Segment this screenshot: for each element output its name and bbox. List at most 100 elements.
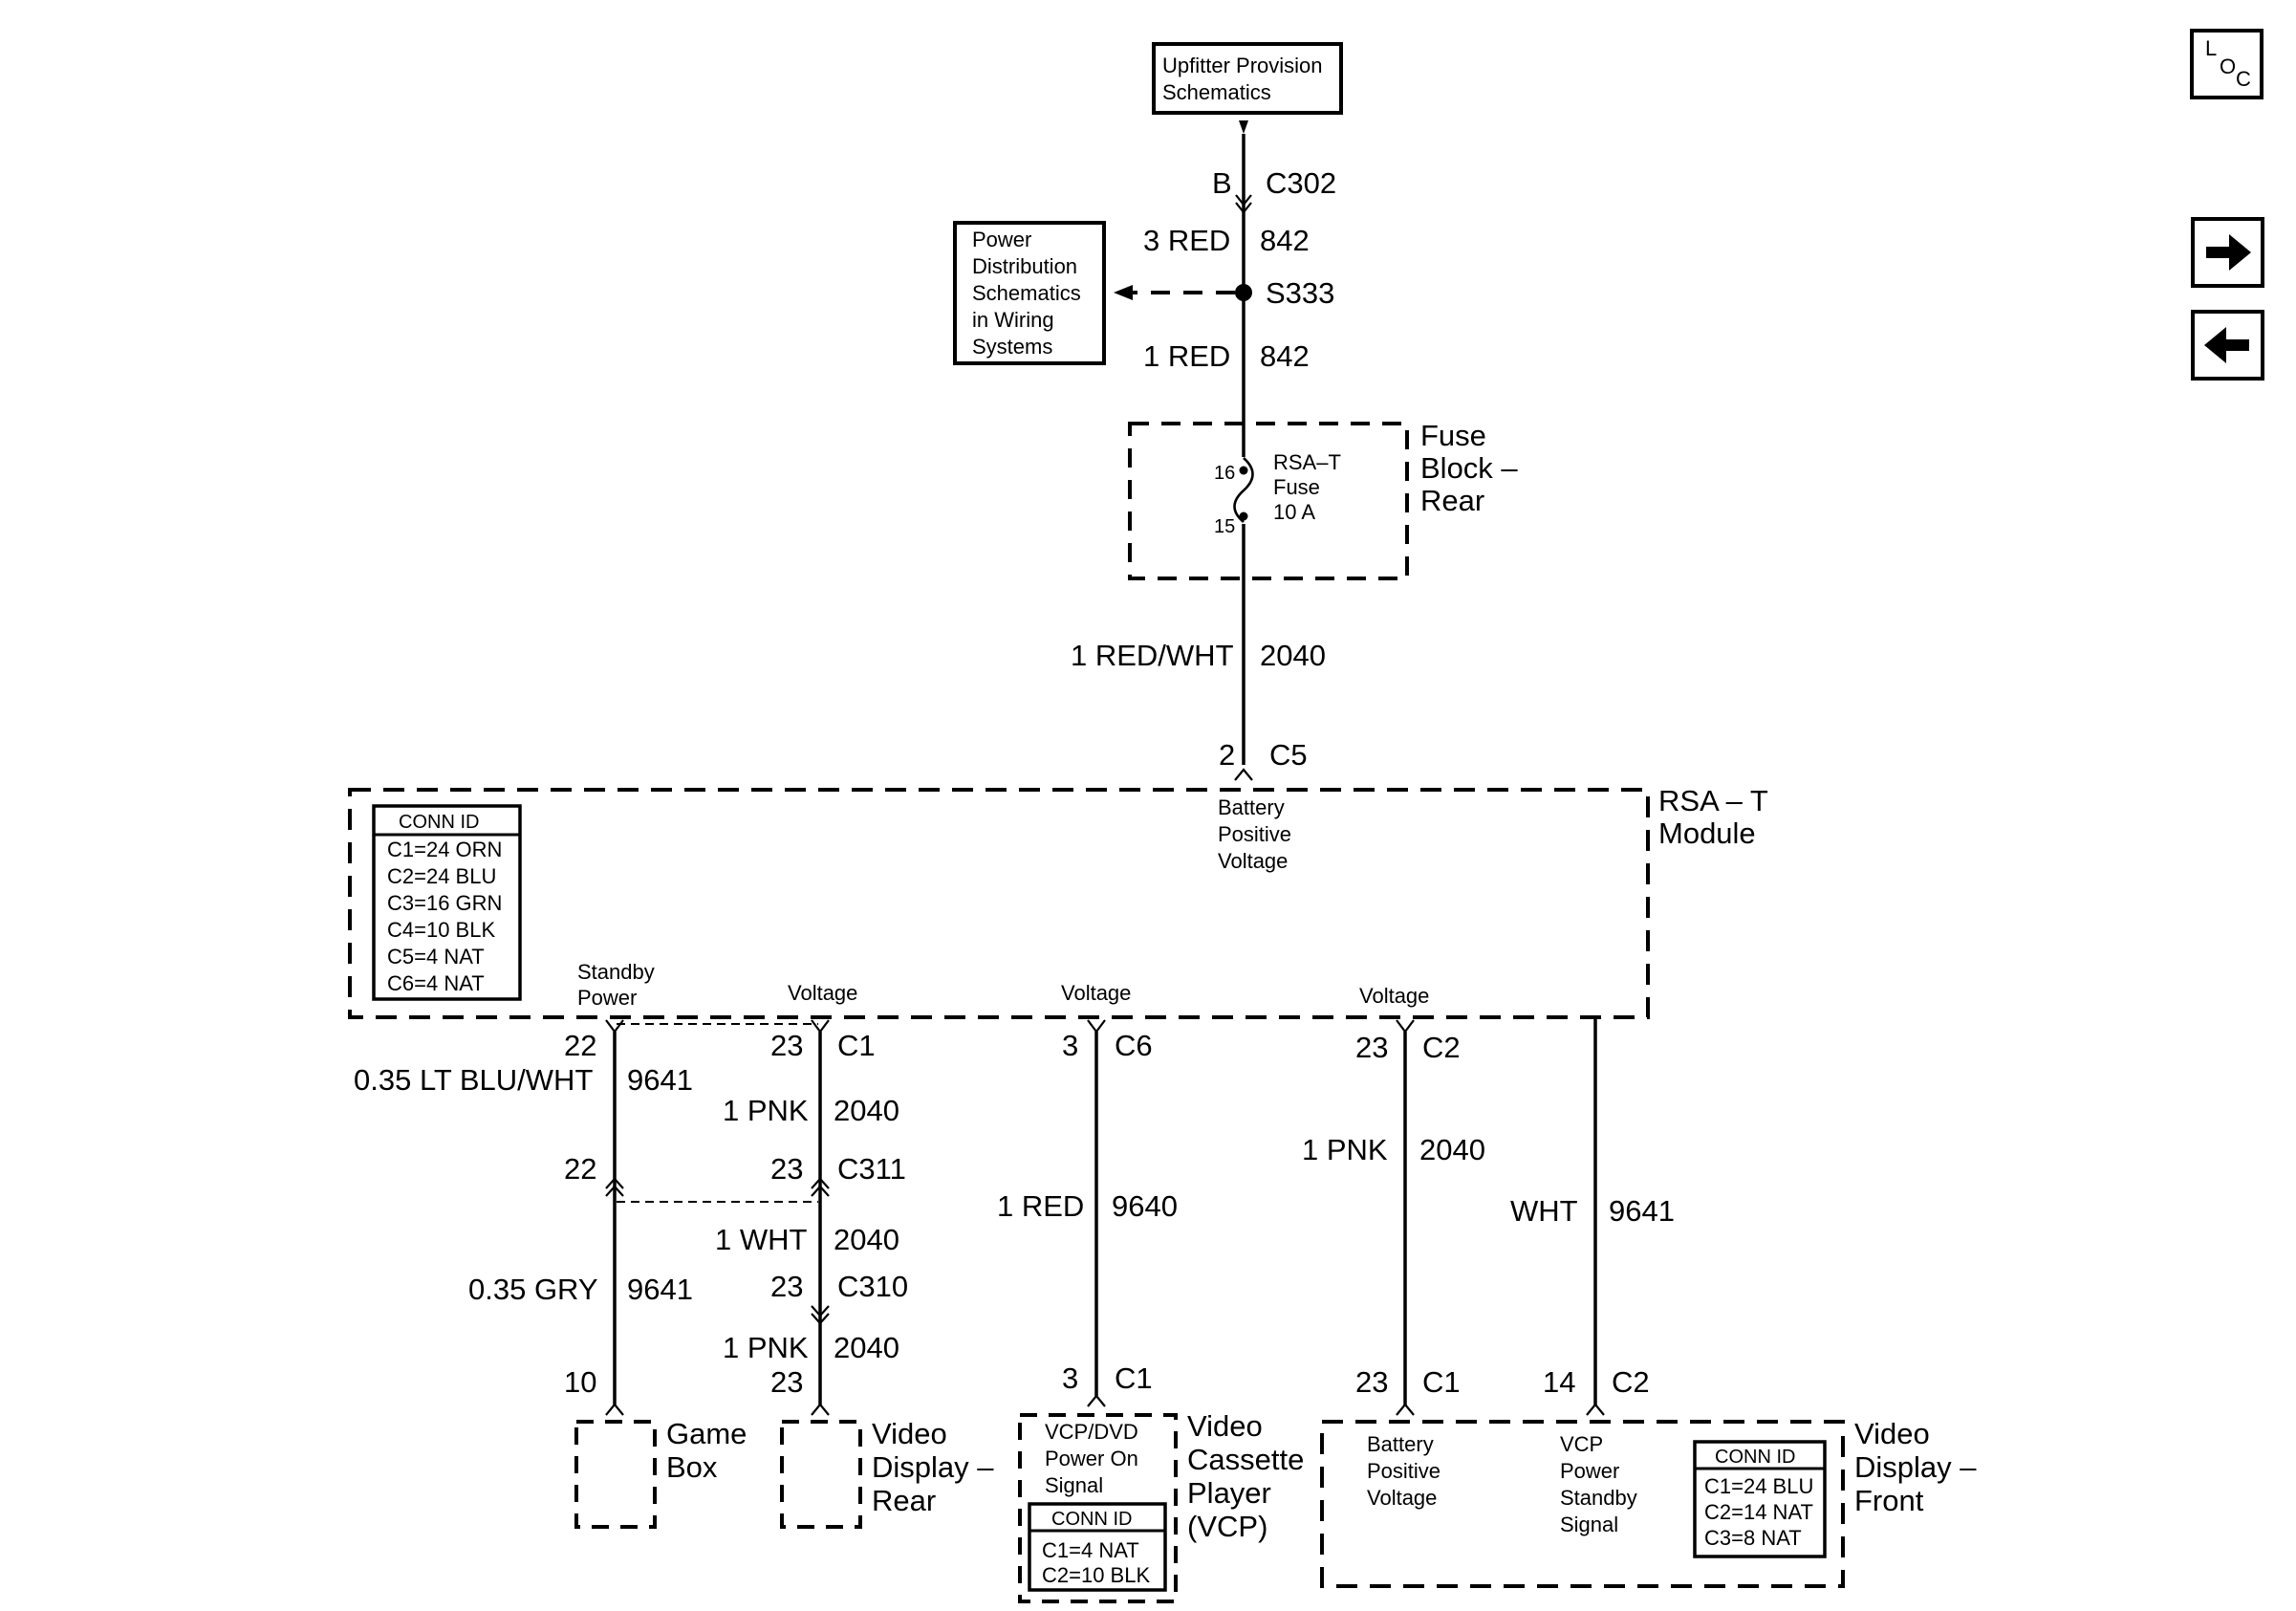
front-conn-id-item: C1=24 BLU — [1704, 1474, 1813, 1498]
branch4-conn-bottom: C1 — [1422, 1365, 1461, 1399]
wire-842-circuit-lower: 842 — [1260, 339, 1310, 373]
arrow-left-icon — [1114, 285, 1133, 300]
branch3-pin-top: 3 — [1062, 1029, 1078, 1062]
rsa-conn-id-item: C2=24 BLU — [387, 864, 496, 888]
video-display-rear-label[interactable]: Video Display – Rear — [872, 1417, 994, 1517]
vcp-title[interactable]: Video Cassette Player (VCP) — [1187, 1409, 1304, 1543]
power-dist-line: in Wiring — [972, 308, 1054, 332]
upfitter-provision-box[interactable]: Upfitter Provision Schematics — [1152, 42, 1343, 115]
branch4-gauge: 1 PNK — [1302, 1133, 1388, 1166]
power-distribution-box[interactable]: Power Distribution Schematics in Wiring … — [953, 221, 1106, 365]
upfitter-label-line1: Upfitter Provision — [1162, 54, 1323, 77]
vcp-title-line: (VCP) — [1187, 1510, 1267, 1543]
connector-pin-symbol — [811, 1403, 830, 1416]
connector-c311-symbol — [811, 1177, 830, 1197]
previous-page-button[interactable] — [2191, 310, 2264, 381]
vcp-signal-label: Power On — [1045, 1447, 1138, 1470]
connector-pin-symbol — [1586, 1403, 1605, 1416]
branch4-conn-top: C2 — [1422, 1031, 1461, 1064]
connector-c6-symbol — [1087, 1019, 1106, 1034]
fuse-block-title-line: Block – — [1420, 451, 1518, 485]
battery-positive-label: Voltage — [1218, 849, 1288, 873]
video-front-title-line: Display – — [1854, 1450, 1977, 1484]
front-standby-label: Standby — [1560, 1486, 1637, 1510]
branch2-circuit3: 2040 — [834, 1331, 899, 1364]
branch2-c311: C311 — [837, 1152, 906, 1186]
fuse-label-line: Fuse — [1273, 475, 1320, 499]
rsa-conn-id-item: C1=24 ORN — [387, 838, 502, 861]
power-dist-line: Systems — [972, 335, 1052, 359]
vcp-signal-label: VCP/DVD — [1045, 1420, 1138, 1444]
rsa-conn-id-item: C6=4 NAT — [387, 971, 485, 995]
video-display-front-outline — [1320, 1420, 1845, 1588]
next-page-button[interactable] — [2191, 217, 2264, 288]
branch3-pin-bottom: 3 — [1062, 1361, 1078, 1395]
branch1-gauge: 0.35 LT BLU/WHT — [354, 1063, 593, 1097]
upfitter-label-line2: Schematics — [1162, 80, 1271, 104]
c302-label: C302 — [1266, 166, 1336, 200]
front-conn-id-item: C2=14 NAT — [1704, 1500, 1813, 1524]
fuse-icon — [1233, 457, 1254, 523]
branch1-circuit: 9641 — [627, 1063, 693, 1097]
fuse-block-title-line: Rear — [1420, 484, 1484, 517]
branch2-circuit: 2040 — [834, 1094, 899, 1127]
front-conn-id-item: C3=8 NAT — [1704, 1526, 1802, 1550]
connector-c1-symbol — [811, 1019, 830, 1034]
game-box-label[interactable]: Game Box — [666, 1417, 747, 1484]
power-dist-line: Schematics — [972, 281, 1081, 305]
branch1-gauge-lower: 0.35 GRY — [468, 1273, 598, 1306]
front-standby-label: VCP — [1560, 1432, 1603, 1456]
loc-letter-l: L — [2205, 36, 2217, 60]
branch2-pin-top: 23 — [770, 1029, 803, 1062]
splice-s333-label: S333 — [1266, 276, 1334, 310]
splice-s333-dot — [1235, 284, 1252, 301]
power-dist-line: Power — [972, 228, 1031, 251]
front-battery-label: Battery — [1367, 1432, 1434, 1456]
branch3-conn-bottom: C1 — [1115, 1361, 1153, 1395]
rsa-t-module-title[interactable]: RSA – T Module — [1658, 784, 1768, 850]
fuse-block-rear-title[interactable]: Fuse Block – Rear — [1420, 419, 1518, 517]
branch2-pin-c310: 23 — [770, 1270, 803, 1303]
game-box-label-line: Box — [666, 1450, 718, 1484]
vcp-conn-id-table: CONN ID C1=4 NAT C2=10 BLK — [1028, 1502, 1167, 1592]
connector-pin-symbol — [605, 1403, 624, 1416]
connector-c302-symbol — [1235, 194, 1252, 207]
video-rear-label-line: Video — [872, 1417, 947, 1450]
fuse-label-line: 10 A — [1273, 500, 1315, 524]
connector-c310-symbol — [811, 1305, 830, 1325]
vcp-title-line: Cassette — [1187, 1443, 1304, 1476]
branch4-pin-top: 23 — [1355, 1031, 1388, 1064]
fuse-block-rear-outline — [1128, 422, 1409, 580]
branch5-circuit: 9641 — [1609, 1194, 1675, 1228]
video-display-front-title[interactable]: Video Display – Front — [1854, 1417, 1977, 1517]
battery-positive-label: Battery — [1218, 795, 1285, 819]
video-display-rear-outline — [780, 1420, 862, 1529]
power-dist-line: Distribution — [972, 254, 1077, 278]
video-front-title-line: Front — [1854, 1484, 1924, 1517]
fuse-label-line: RSA–T — [1273, 450, 1341, 474]
fuse-block-title-line: Fuse — [1420, 419, 1486, 452]
branch2-conn-top: C1 — [837, 1029, 876, 1062]
video-rear-label-line: Display – — [872, 1450, 994, 1484]
rsa-conn-id-item: C5=4 NAT — [387, 945, 485, 969]
vcp-title-line: Video — [1187, 1409, 1263, 1443]
branch1-circuit-lower: 9641 — [627, 1273, 693, 1306]
loc-button[interactable]: L O C — [2190, 29, 2264, 99]
branch2-c310: C310 — [837, 1270, 908, 1303]
branch4-circuit: 2040 — [1419, 1133, 1485, 1166]
branch2-gauge: 1 PNK — [723, 1094, 809, 1127]
fuse-pin-bottom: 15 — [1214, 516, 1235, 537]
c5-pin-label: 2 — [1219, 738, 1235, 772]
arrow-left-icon — [2204, 327, 2249, 363]
standby-power-label: Standby — [577, 960, 655, 984]
front-standby-label: Power — [1560, 1459, 1619, 1483]
rsa-module-title-line: RSA – T — [1658, 784, 1768, 817]
front-conn-id-title: CONN ID — [1715, 1447, 1795, 1468]
branch5-pin-bottom: 14 — [1543, 1365, 1575, 1399]
wire-2040-circuit: 2040 — [1260, 639, 1326, 672]
rsa-conn-id-item: C3=16 GRN — [387, 891, 502, 915]
fuse-pin-top: 16 — [1214, 463, 1235, 484]
connector-pin-symbol — [1087, 1394, 1106, 1407]
c302-pin-label: B — [1212, 166, 1232, 200]
